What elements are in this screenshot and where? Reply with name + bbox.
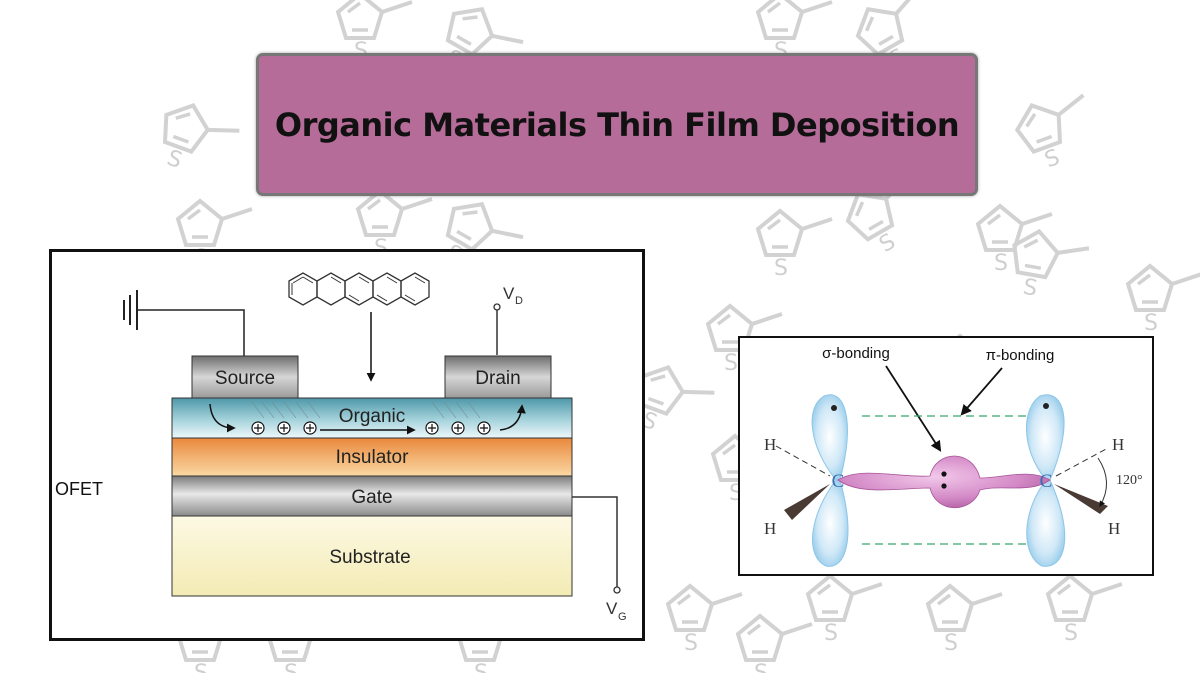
hydrogen-bottom-left: H (764, 519, 776, 538)
left-p-orbital (811, 394, 849, 567)
substrate-label: Substrate (329, 547, 410, 568)
hydrogen-top-left: H (764, 435, 776, 454)
thiophene-ring-icon: S (805, 573, 883, 646)
pentacene-molecule (288, 272, 430, 306)
gate-voltage-terminal: V G (572, 496, 627, 623)
drain-electrode: Drain (444, 355, 552, 399)
bonding-diagram: σ-bonding π-bonding C C (764, 345, 1143, 567)
ofet-label: OFET (55, 479, 103, 499)
thiophene-ring-icon: S (755, 208, 833, 281)
source-label: Source (215, 368, 275, 389)
gate-layer: Gate (171, 475, 573, 517)
hydrogen-top-right: H (1112, 435, 1124, 454)
thiophene-ring-icon: S (735, 613, 813, 673)
gate-label: Gate (351, 487, 392, 508)
svg-text:S: S (875, 229, 900, 258)
left-carbon: C (832, 471, 845, 492)
substrate-layer: Substrate (171, 515, 573, 597)
svg-text:S: S (824, 621, 838, 646)
pi-bonding-label: π-bonding (986, 347, 1055, 364)
vg-subscript: G (618, 611, 627, 623)
svg-text:S: S (1144, 311, 1158, 336)
right-p-orbital (1025, 394, 1066, 567)
thiophene-ring-icon: S (1014, 93, 1085, 173)
svg-text:S: S (474, 661, 488, 673)
ground-icon (123, 290, 245, 356)
svg-text:S: S (194, 661, 208, 673)
vg-label: V (606, 599, 618, 618)
ofet-diagram: V D Source Drain Organic (123, 272, 627, 623)
thiophene-ring-icon: S (665, 583, 743, 656)
organic-layer: Organic (171, 397, 573, 439)
drain-voltage-terminal: V D (493, 284, 523, 355)
svg-text:S: S (724, 351, 738, 376)
svg-text:S: S (1042, 145, 1064, 173)
sigma-bonding-label: σ-bonding (822, 345, 890, 362)
drain-label: Drain (475, 368, 520, 389)
insulator-label: Insulator (336, 447, 410, 468)
sigma-bond-orbital (837, 455, 1051, 509)
thiophene-ring-icon: S (162, 103, 240, 174)
hydrogen-bottom-right: H (1108, 519, 1120, 538)
ofet-diagram-panel: V D Source Drain Organic (49, 249, 645, 641)
thiophene-ring-icon: S (1012, 228, 1090, 302)
bonding-diagram-panel: σ-bonding π-bonding C C (738, 336, 1154, 576)
title-banner: Organic Materials Thin Film Deposition (256, 53, 978, 196)
svg-text:S: S (944, 631, 958, 656)
vd-subscript: D (515, 295, 523, 307)
svg-text:S: S (164, 146, 186, 174)
angle-label: 120° (1116, 473, 1143, 488)
right-carbon: C (1040, 471, 1053, 492)
thiophene-ring-icon: S (1045, 573, 1123, 646)
thiophene-ring-icon: S (975, 203, 1053, 276)
svg-text:S: S (1064, 621, 1078, 646)
svg-text:S: S (284, 661, 298, 673)
svg-text:S: S (1021, 275, 1039, 302)
source-electrode: Source (191, 355, 299, 399)
svg-text:S: S (754, 661, 768, 673)
insulator-layer: Insulator (171, 437, 573, 477)
vd-label: V (503, 284, 515, 303)
page-title: Organic Materials Thin Film Deposition (274, 105, 960, 144)
thiophene-ring-icon: S (1125, 263, 1200, 336)
organic-label: Organic (339, 406, 406, 427)
thiophene-ring-icon: S (925, 583, 1003, 656)
svg-text:S: S (994, 251, 1008, 276)
svg-text:S: S (684, 631, 698, 656)
svg-text:S: S (774, 256, 788, 281)
